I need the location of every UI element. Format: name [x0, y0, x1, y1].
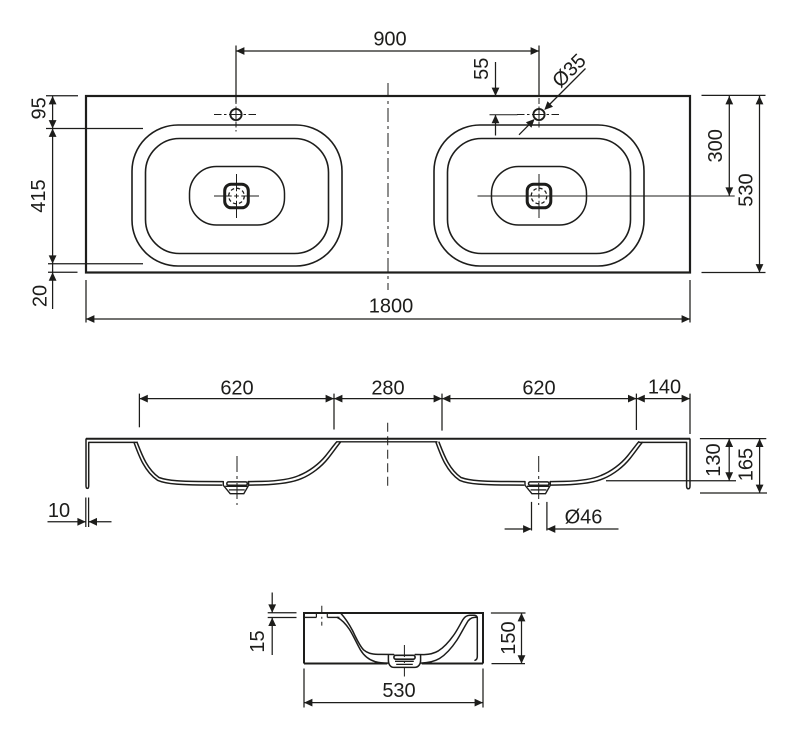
svg-text:300: 300 — [705, 129, 727, 162]
svg-text:620: 620 — [522, 377, 555, 399]
svg-text:415: 415 — [28, 179, 50, 212]
svg-text:55: 55 — [471, 58, 493, 80]
svg-text:Ø46: Ø46 — [565, 507, 603, 529]
svg-text:620: 620 — [220, 377, 253, 399]
svg-text:15: 15 — [247, 630, 269, 652]
svg-text:150: 150 — [498, 621, 520, 654]
svg-text:20: 20 — [30, 285, 52, 307]
svg-text:900: 900 — [373, 29, 406, 51]
svg-text:165: 165 — [736, 448, 758, 481]
svg-text:530: 530 — [736, 173, 758, 206]
svg-text:140: 140 — [648, 377, 681, 399]
svg-text:280: 280 — [371, 377, 404, 399]
svg-text:1800: 1800 — [369, 296, 414, 318]
svg-text:10: 10 — [48, 500, 70, 522]
svg-text:95: 95 — [28, 97, 50, 119]
svg-text:130: 130 — [703, 443, 725, 476]
svg-text:530: 530 — [382, 680, 415, 702]
